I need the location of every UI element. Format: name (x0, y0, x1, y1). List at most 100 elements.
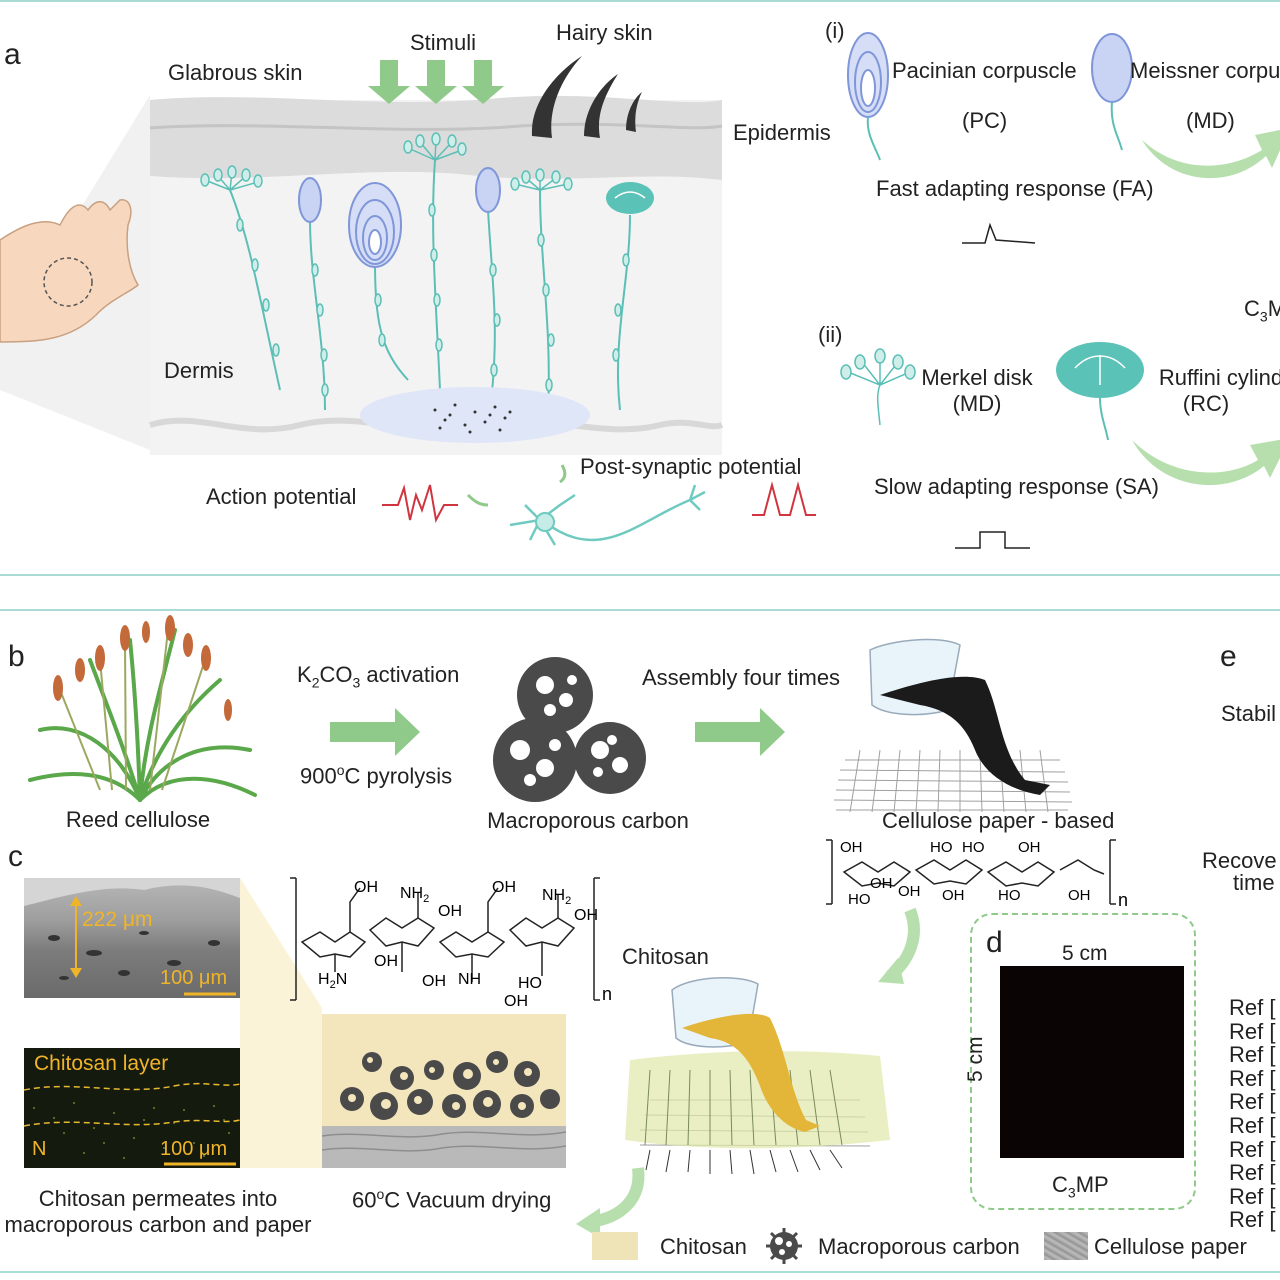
epidermis-label: Epidermis (733, 120, 831, 145)
fa-response-trace (962, 222, 1036, 244)
sa-big-arrow (1132, 439, 1280, 485)
meissner-corpuscles (298, 167, 501, 223)
chem-oh-6: OH (422, 973, 446, 990)
cell-oh-2: OH (1018, 839, 1041, 856)
epidermis-line (149, 122, 723, 131)
ref-item: Ref [ (1229, 1136, 1276, 1162)
cell-ho-2: HO (962, 839, 985, 856)
merkel-clusters (200, 132, 573, 191)
ruffini-label: Ruffini cylind (RC) (1146, 365, 1280, 417)
ref-item: Ref [ (1229, 1160, 1276, 1186)
synapse-cloud (360, 387, 590, 443)
pacinian-abbr-label: (PC) (962, 108, 1008, 133)
cell-ho-1: HO (930, 839, 953, 856)
black-pour (880, 676, 1050, 795)
legend-cellulose-paper-swatch (1044, 1232, 1088, 1260)
caption-line-2: macroporous carbon and paper (4, 1212, 312, 1237)
assembly-arrow (695, 708, 785, 756)
hand-circle (43, 257, 93, 307)
scale-bar-2-label: 100 μm (160, 1138, 228, 1160)
dermis-label: Dermis (164, 358, 234, 383)
ref-item: Ref [ (1229, 1183, 1276, 1209)
element-n-label: N (32, 1138, 47, 1160)
cellulose-structure: OH HO HO OH OH OH OH HO HO OH n (826, 839, 1128, 908)
reed-plant-icon (28, 615, 257, 802)
cut-c3m-label: C3M (1244, 296, 1280, 325)
cellulose-paper-based-label: Cellulose paper - based (882, 808, 1115, 833)
fa-pacinian-icon (847, 32, 889, 161)
cellulose-paper-mesh (833, 749, 1073, 813)
composite-cross-section (322, 1014, 566, 1168)
post-synaptic-potential-label: Post-synaptic potential (580, 454, 802, 479)
sa-response-trace (955, 531, 1030, 549)
panel-d-frame (970, 913, 1196, 1210)
chem-oh-3: OH (492, 879, 516, 896)
sa-group-label: (ii) (818, 322, 843, 347)
chem-nh: NH (458, 971, 481, 988)
activation-label: K2CO3 activation (297, 662, 460, 691)
reed-cellulose-label: Reed cellulose (65, 807, 211, 832)
ref-item: Ref [ (1229, 1018, 1276, 1044)
chem-oh-2: OH (438, 903, 462, 920)
sem-cross-section-image (24, 878, 240, 998)
hairy-skin-label: Hairy skin (556, 20, 653, 45)
legend-macroporous-carbon-label: Macroporous carbon (818, 1234, 1020, 1259)
vacuum-drying-label: 60oC Vacuum drying (352, 1186, 552, 1213)
chitosan-permeates-caption: Chitosan permeates into macroporous carb… (0, 1186, 316, 1238)
panel-d-label: d (986, 926, 1003, 959)
cell-n: n (1118, 890, 1128, 908)
sample-name-label: C3MP (1052, 1172, 1109, 1201)
action-potential-label: Action potential (206, 484, 357, 509)
ref-list: Ref [Ref [Ref [Ref [Ref [Ref [Ref [Ref [… (1229, 996, 1280, 1232)
cell-oh-1: OH (840, 839, 863, 856)
fast-adapting-response-label: Fast adapting response (FA) (876, 176, 1154, 201)
chitosan-film (625, 1051, 890, 1149)
fa-meissner-icon (1091, 33, 1133, 151)
ref-item: Ref [ (1229, 1065, 1276, 1091)
merkel-disk-name: Merkel disk (921, 365, 1033, 390)
composite-pour-graphic (625, 977, 890, 1175)
stabil-label: Stabil (1221, 701, 1277, 726)
pyrolysis-label: 900oC pyrolysis (300, 762, 453, 789)
sample-height-label: 5 cm (964, 1036, 987, 1082)
post-synaptic-trace (752, 481, 816, 516)
stimuli-label: Stimuli (410, 30, 477, 55)
cell-ho-3: HO (848, 891, 871, 908)
chitosan-structure: OH NH2 OH OH NH2 OH OH H2N OH NH HO OH n (290, 877, 612, 1010)
ruffini-abbr: (RC) (1182, 391, 1230, 416)
cell-oh-3: OH (870, 875, 893, 892)
ruffini-ending (606, 182, 654, 214)
cell-oh-5: OH (942, 887, 965, 904)
chem-oh-7: OH (504, 993, 528, 1010)
panel-e-label: e (1220, 640, 1237, 673)
hand (0, 199, 139, 343)
time-label: time (1233, 870, 1275, 895)
projection-wedge (240, 878, 322, 1168)
cell-oh-6: OH (1068, 887, 1091, 904)
panel-bcde-frame (0, 609, 1280, 1273)
sample-width-label: 5 cm (1062, 942, 1108, 965)
panel-b-label: b (8, 640, 25, 673)
neuron (509, 484, 706, 546)
chem-oh-4: OH (574, 907, 598, 924)
panel-a-label: a (4, 38, 21, 71)
eds-map-image (24, 1048, 240, 1168)
hairs (531, 56, 642, 138)
glabrous-skin-label: Glabrous skin (168, 60, 303, 85)
meissner-corpuscle-label: Meissner corpu (1130, 58, 1280, 83)
pacinian-corpuscle-label: Pacinian corpuscle (892, 58, 1077, 83)
legend-macroporous-carbon-icon (766, 1228, 802, 1264)
chem-ho: HO (518, 975, 542, 992)
ref-item: Ref [ (1229, 1089, 1276, 1115)
meissner-abbr-label: (MD) (1186, 108, 1235, 133)
chitosan-label: Chitosan (622, 944, 709, 969)
chitosan-layer-label: Chitosan layer (34, 1052, 169, 1075)
yellow-pour (682, 1013, 820, 1132)
caption-line-1: Chitosan permeates into (38, 1186, 278, 1211)
sa-ruffini-icon (1056, 342, 1144, 441)
chem-h2n: H2N (318, 971, 347, 991)
pacinian-corpuscle (348, 182, 402, 268)
c3mp-sample (1000, 966, 1184, 1158)
fa-big-arrow (1142, 130, 1280, 179)
legend-cellulose-paper-label: Cellulose paper (1094, 1234, 1247, 1259)
